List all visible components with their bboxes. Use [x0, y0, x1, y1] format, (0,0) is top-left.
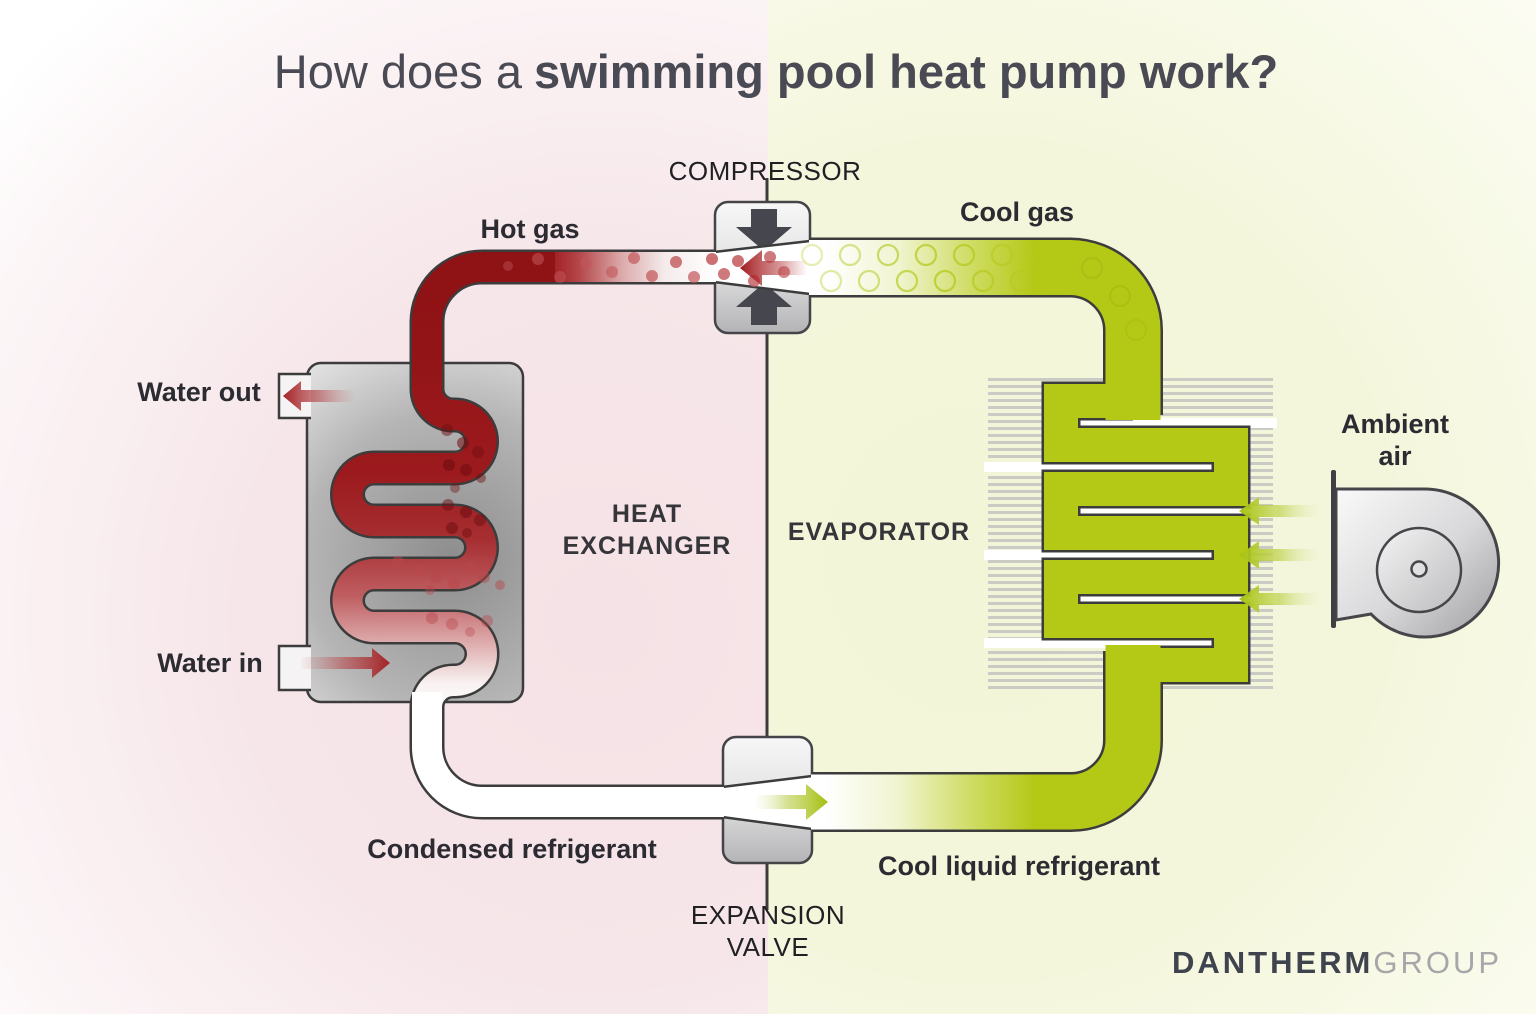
heat-exchanger-coil — [332, 252, 572, 722]
page-title-emphasis: swimming pool heat pump work? — [534, 45, 1278, 98]
label-ambient-air-line1: Ambient — [1341, 409, 1449, 439]
label-hot-gas: Hot gas — [480, 214, 579, 244]
air-arrow-icon — [1239, 541, 1318, 569]
compressor-down-arrow-icon — [736, 209, 792, 251]
condensed-refrigerant-pipe — [412, 692, 724, 817]
cool-gas-bubbles — [800, 243, 1148, 342]
cool-gas-pipe — [809, 240, 1161, 420]
coil-bubbles — [392, 424, 505, 637]
label-heat-exchanger-line1: HEAT — [612, 500, 682, 528]
water-in-arrow-icon — [301, 648, 390, 678]
water-out-arrow-icon — [283, 381, 354, 411]
hot-gas-flow-arrow-icon — [740, 250, 806, 286]
fan-icon — [1331, 470, 1501, 639]
label-evaporator: EVAPORATOR — [788, 518, 970, 546]
evaporator-coil — [1044, 384, 1248, 682]
label-condensed-refrigerant: Condensed refrigerant — [367, 834, 657, 864]
compressor-up-arrow-icon — [736, 283, 792, 325]
label-compressor: COMPRESSOR — [669, 156, 862, 186]
label-water-in: Water in — [157, 648, 263, 678]
air-arrow-icon — [1239, 585, 1318, 613]
label-cool-liquid-refrigerant: Cool liquid refrigerant — [878, 851, 1160, 881]
label-heat-exchanger-line2: EXCHANGER — [563, 532, 732, 560]
label-water-out: Water out — [137, 377, 261, 407]
brand-logo: DANTHERMGROUP — [1172, 945, 1502, 980]
brand-logo-primary: DANTHERM — [1172, 945, 1373, 980]
cool-liquid-pipe — [811, 645, 1161, 830]
brand-logo-secondary: GROUP — [1373, 945, 1502, 980]
page-title-prefix: How does a — [274, 45, 523, 98]
label-expansion-valve-line2: VALVE — [727, 932, 809, 962]
label-cool-gas: Cool gas — [960, 197, 1074, 227]
cool-liquid-flow-arrow-icon — [756, 784, 828, 820]
label-ambient-air-line2: air — [1378, 441, 1412, 471]
air-arrow-icon — [1239, 497, 1318, 525]
label-expansion-valve-line1: EXPANSION — [691, 900, 845, 930]
ambient-air-arrows — [1239, 497, 1318, 613]
